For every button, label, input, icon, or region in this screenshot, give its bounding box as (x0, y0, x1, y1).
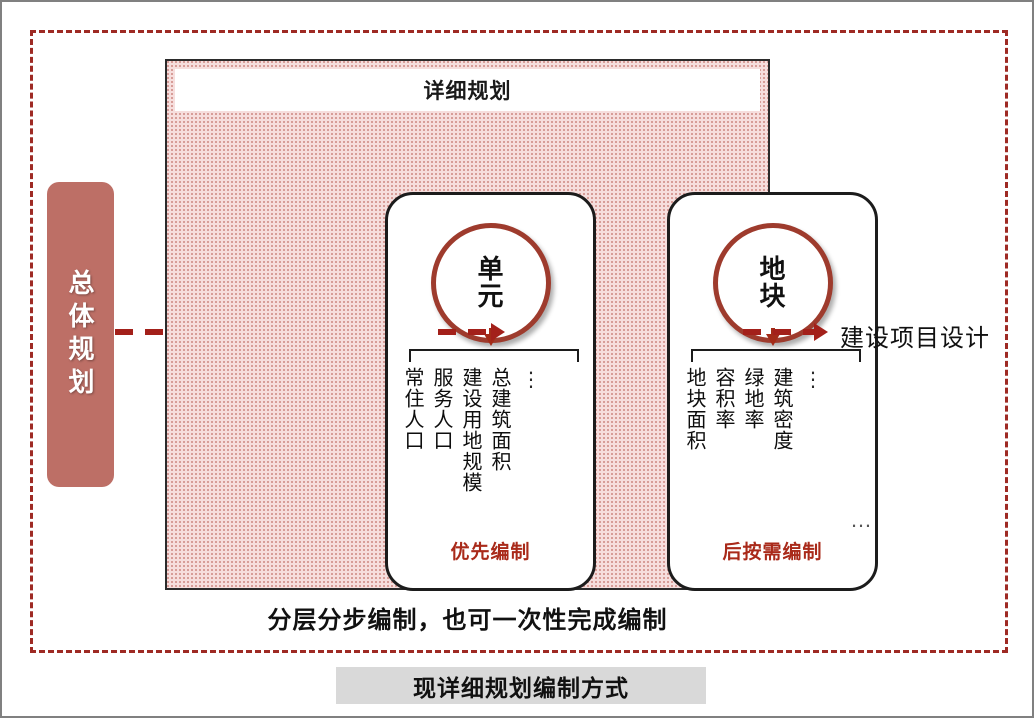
arrow-dash-line (438, 329, 492, 335)
caption-bar: 现详细规划编制方式 (336, 667, 706, 704)
list-item: 地块面积 (683, 367, 705, 451)
list-item: 建设用地规模 (459, 367, 481, 493)
detailed-plan-container: 详细规划 单元 常住人口 服务人口 建设用地规模 总建筑面积 ⋮ 优先编制 地块 (165, 59, 878, 591)
circle-node-unit: 单元 (430, 223, 551, 343)
detailed-plan-title-band: 详细规划 (175, 69, 760, 111)
circle-node-plot-label: 地块 (759, 253, 786, 311)
arrow-dash-line (115, 329, 210, 335)
list-item: 绿地率 (741, 367, 763, 430)
list-item: 服务人口 (430, 367, 452, 451)
circle-plot-arrow-icon (765, 334, 780, 346)
caption-text: 现详细规划编制方式 (413, 674, 629, 701)
construction-project-design-label: 建设项目设计 (840, 325, 990, 352)
list-ellipsis: ⋮ (801, 367, 823, 392)
bracket-plot (691, 349, 861, 362)
bottom-note: 分层分步编制，也可一次性完成编制 (267, 607, 668, 634)
overall-plan-label: 总体规划 (65, 268, 95, 401)
list-item: 常住人口 (401, 367, 423, 451)
arrow-dash-line (743, 329, 815, 335)
overall-plan-box: 总体规划 (47, 182, 114, 487)
detailed-plan-title: 详细规划 (423, 80, 512, 103)
panel-plot: 地块 地块面积 容积率 绿地率 建筑密度 ⋮ 后按需编制 (667, 192, 878, 591)
list-ellipsis: ⋮ (519, 367, 541, 392)
circle-node-plot: 地块 (712, 223, 833, 343)
arrow-head-icon (491, 323, 505, 341)
panel-unit: 单元 常住人口 服务人口 建设用地规模 总建筑面积 ⋮ 优先编制 (385, 192, 596, 591)
arrow-unit-to-plot (438, 323, 505, 341)
panel-unit-note: 优先编制 (450, 542, 531, 563)
list-item: 总建筑面积 (488, 367, 510, 472)
bracket-unit (409, 349, 579, 362)
list-item: 容积率 (712, 367, 734, 430)
indicator-list-unit: 常住人口 服务人口 建设用地规模 总建筑面积 ⋮ (401, 367, 583, 493)
circle-node-unit-label: 单元 (477, 253, 504, 311)
list-item: 建筑密度 (770, 367, 792, 451)
right-ellipsis: … (850, 507, 875, 532)
arrow-head-icon (814, 323, 828, 341)
outer-dashed-frame (30, 30, 1008, 653)
panel-plot-note: 后按需编制 (722, 542, 823, 563)
arrow-detail-to-project (743, 323, 828, 341)
indicator-list-plot: 地块面积 容积率 绿地率 建筑密度 ⋮ (683, 367, 865, 451)
